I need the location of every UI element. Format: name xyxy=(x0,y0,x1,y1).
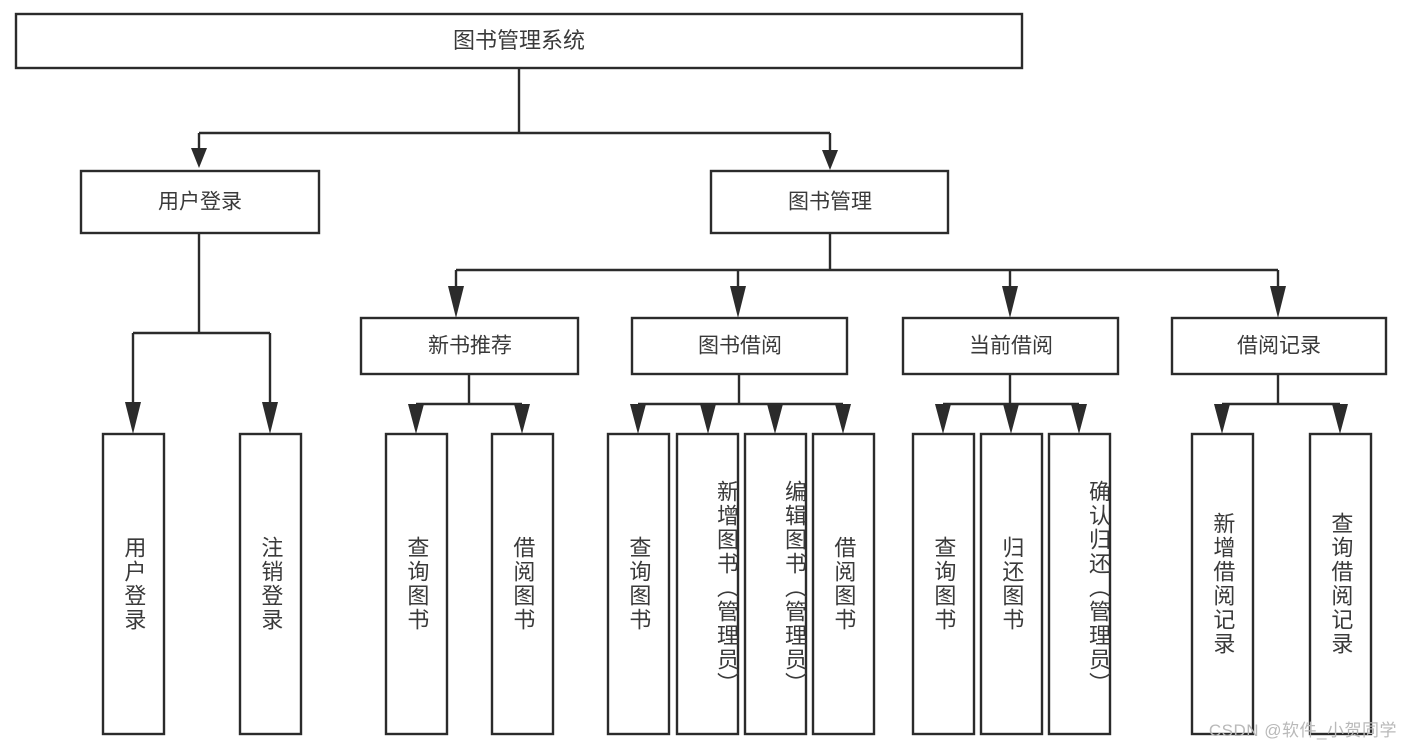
node-borrow-record[interactable]: 借阅记录 xyxy=(1170,316,1388,376)
leaf-box-query-book-3[interactable] xyxy=(911,432,976,736)
node-new-book-recommend-box[interactable] xyxy=(359,316,580,376)
node-user-login-label: 用户登录 xyxy=(158,191,242,214)
leaf-box-return-book[interactable] xyxy=(979,432,1044,736)
node-current-borrow-label: 当前借阅 xyxy=(969,335,1053,358)
leaf-box-borrow-book-2[interactable] xyxy=(811,432,876,736)
leaf-box-confirm-return[interactable] xyxy=(1047,432,1112,736)
arrow-to-leaf-add-book xyxy=(700,404,716,434)
node-root[interactable]: 图书管理系统 xyxy=(14,12,1024,70)
node-user-login-box[interactable] xyxy=(79,169,321,235)
leaf-box-query-record[interactable] xyxy=(1308,432,1373,736)
node-current-borrow[interactable]: 当前借阅 xyxy=(901,316,1120,376)
leaf-box-query-book-1[interactable] xyxy=(384,432,449,736)
arrow-to-user-login xyxy=(191,148,207,168)
arrow-to-leaf-logout xyxy=(262,402,278,434)
arrow-to-leaf-user-login xyxy=(125,402,141,434)
arrow-to-leaf-query-book-2 xyxy=(630,404,646,434)
node-borrow-record-label: 借阅记录 xyxy=(1237,335,1321,358)
arrow-to-leaf-query-book-1 xyxy=(408,404,424,434)
arrow-to-book-borrow xyxy=(730,286,746,318)
connector-layer xyxy=(125,68,1348,434)
arrow-to-leaf-confirm-return xyxy=(1071,404,1087,434)
leaf-box-add-record[interactable] xyxy=(1190,432,1255,736)
arrow-to-current-borrow xyxy=(1002,286,1018,318)
node-book-borrow[interactable]: 图书借阅 xyxy=(630,316,849,376)
leaf-box-add-book[interactable] xyxy=(675,432,740,736)
arrow-to-leaf-borrow-book-2 xyxy=(835,404,851,434)
node-borrow-record-box[interactable] xyxy=(1170,316,1388,376)
arrow-to-book-mgmt xyxy=(822,150,838,170)
arrow-to-leaf-query-record xyxy=(1332,404,1348,434)
leaf-box-layer xyxy=(101,432,1373,736)
leaf-box-borrow-book-1[interactable] xyxy=(490,432,555,736)
node-book-borrow-label: 图书借阅 xyxy=(698,335,782,358)
node-current-borrow-box[interactable] xyxy=(901,316,1120,376)
node-book-borrow-box[interactable] xyxy=(630,316,849,376)
node-root-label: 图书管理系统 xyxy=(453,28,585,53)
node-root-box[interactable] xyxy=(14,12,1024,70)
arrow-to-new-book xyxy=(448,286,464,318)
leaf-box-query-book-2[interactable] xyxy=(606,432,671,736)
leaf-box-logout[interactable] xyxy=(238,432,303,736)
watermark-text: CSDN @软件_小贺同学 xyxy=(1208,721,1397,740)
node-book-management-box[interactable] xyxy=(709,169,950,235)
arrow-to-leaf-query-book-3 xyxy=(935,404,951,434)
node-new-book-recommend[interactable]: 新书推荐 xyxy=(359,316,580,376)
arrow-to-borrow-record xyxy=(1270,286,1286,318)
arrow-to-leaf-borrow-book-1 xyxy=(514,404,530,434)
node-book-management[interactable]: 图书管理 xyxy=(709,169,950,235)
node-user-login[interactable]: 用户登录 xyxy=(79,169,321,235)
leaf-box-user-login[interactable] xyxy=(101,432,166,736)
node-new-book-recommend-label: 新书推荐 xyxy=(428,335,512,358)
leaf-box-edit-book[interactable] xyxy=(743,432,808,736)
arrow-to-leaf-edit-book xyxy=(767,404,783,434)
node-book-management-label: 图书管理 xyxy=(788,191,872,214)
arrow-to-leaf-return-book xyxy=(1003,404,1019,434)
arrow-to-leaf-add-record xyxy=(1214,404,1230,434)
